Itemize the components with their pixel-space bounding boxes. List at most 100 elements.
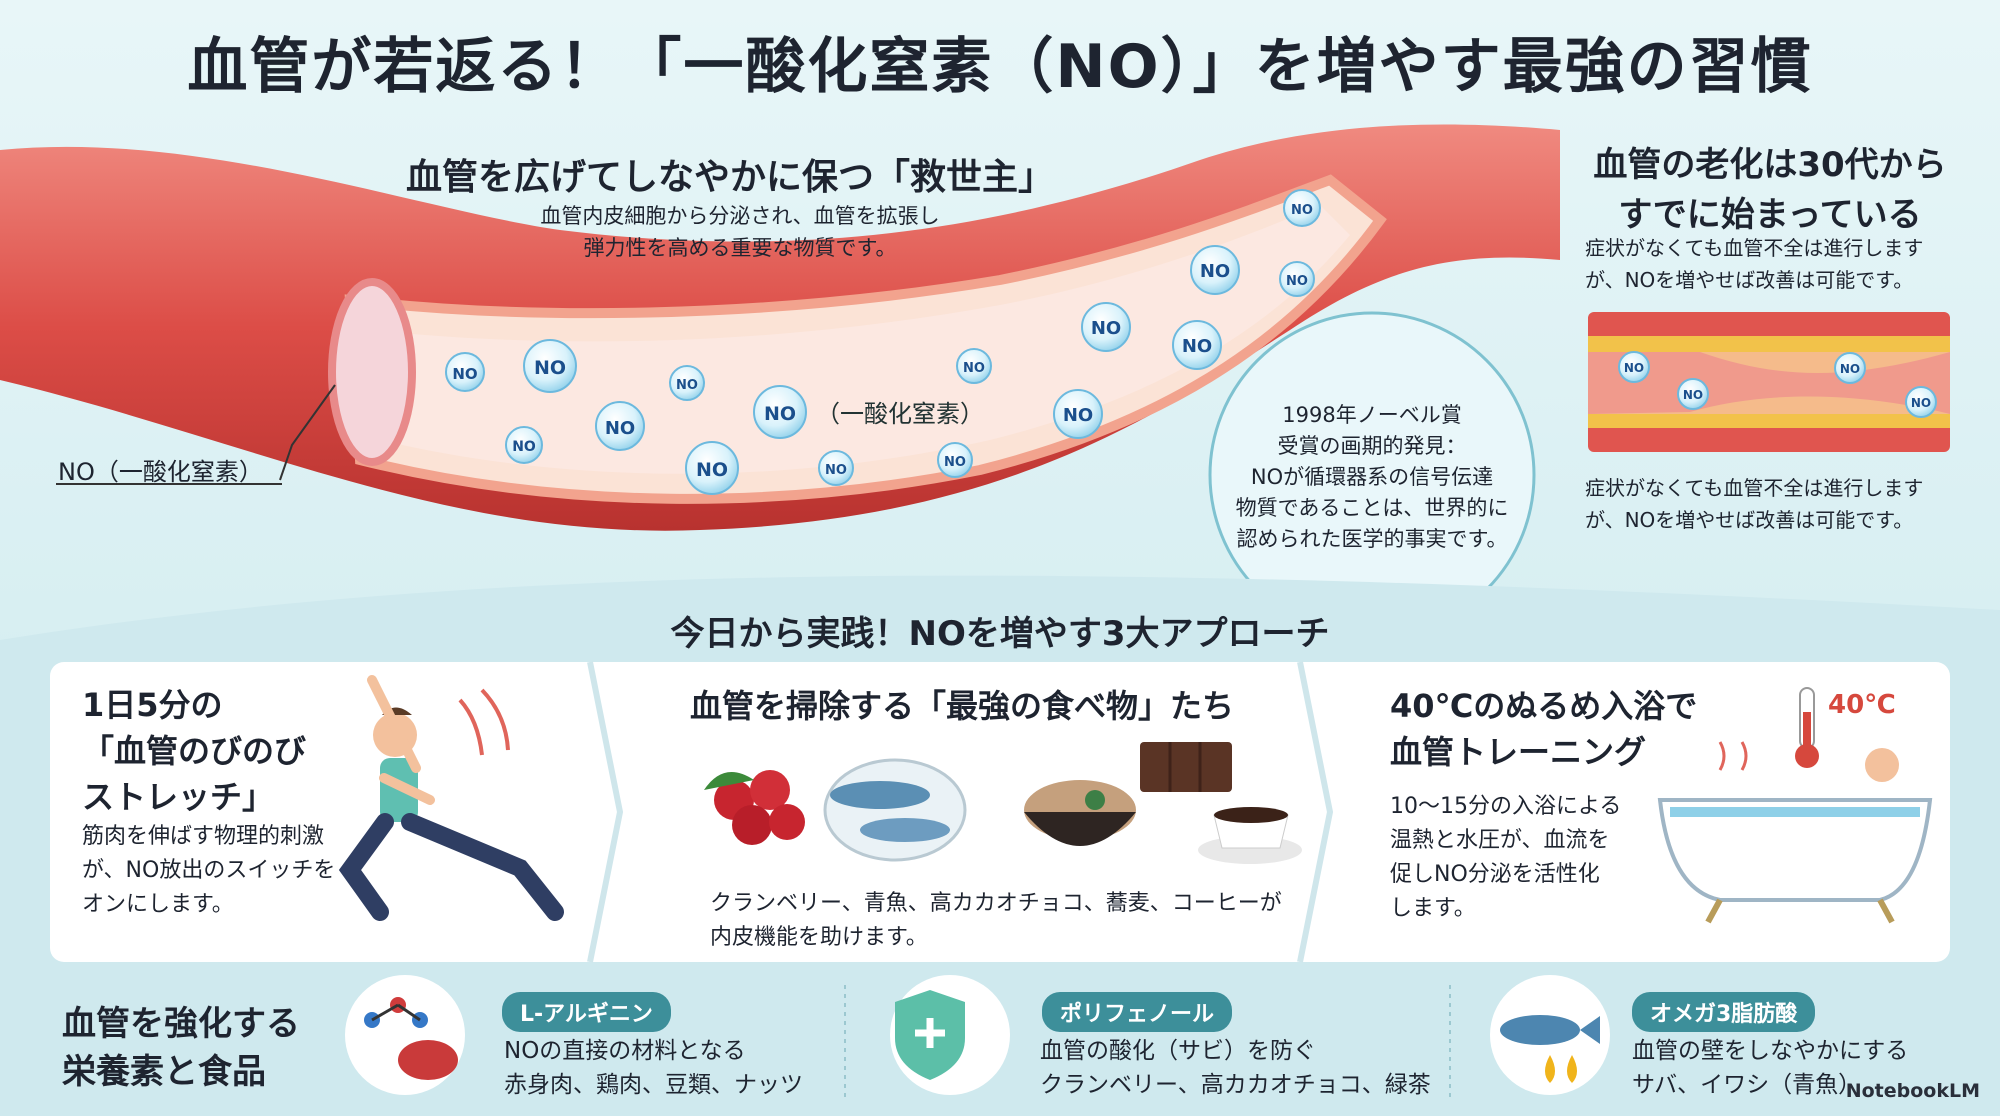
nutrient-line: 血管の酸化（サビ）を防ぐ	[1040, 1038, 1316, 1064]
no-molecule-icon: NO	[1905, 386, 1937, 418]
no-molecule-text: NO	[452, 365, 477, 383]
nutrient-text-polyphenol: 血管の酸化（サビ）を防ぐ クランベリー、高カカオチョコ、緑茶	[1040, 1034, 1440, 1102]
no-molecule-icon: NO	[1677, 378, 1709, 410]
svg-text:NO: NO	[676, 378, 698, 393]
no-molecule-icon: NO	[1279, 261, 1315, 297]
svg-text:NO: NO	[825, 463, 847, 478]
aging-text: 症状がなくても血管不全は進行します が、NOを増やせば改善は可能です。	[1585, 232, 1985, 296]
svg-text:NO: NO	[512, 439, 536, 455]
no-molecule-icon: NO	[685, 441, 739, 495]
card-text-line: 温熱と水圧が、血流を	[1390, 828, 1610, 853]
card-title-line: ストレッチ」	[82, 778, 275, 816]
nobel-line: 物質であることは、世界的に	[1235, 496, 1509, 520]
svg-text:NO: NO	[696, 459, 728, 481]
nutrients-heading-line: 血管を強化する	[62, 1004, 300, 1044]
aging-text-line: 症状がなくても血管不全は進行します	[1585, 236, 1924, 260]
nutrient-line: 赤身肉、鶏肉、豆類、ナッツ	[504, 1072, 803, 1098]
svg-text:NO: NO	[1840, 362, 1860, 376]
svg-text:NO: NO	[1911, 396, 1931, 410]
stretch-card-title: 1日5分の 「血管のびのび ストレッチ」	[82, 682, 382, 820]
aging-heading-line: すでに始まっている	[1618, 195, 1922, 235]
nobel-line: NOが循環器系の信号伝達	[1250, 465, 1494, 489]
card-text-line: します。	[1390, 896, 1476, 921]
svg-text:NO: NO	[764, 403, 796, 425]
svg-text:NO: NO	[944, 455, 966, 470]
nutrient-text-omega3: 血管の壁をしなやかにする サバ、イワシ（青魚）	[1632, 1034, 1972, 1102]
nutrient-badge-arginine: L-アルギニン	[502, 992, 671, 1032]
card-text-line: 内皮機能を助けます。	[710, 925, 928, 950]
aging-heading-line: 血管の老化は30代から	[1593, 145, 1947, 185]
svg-text:NO: NO	[1200, 261, 1230, 282]
no-molecule-icon: NO	[523, 339, 577, 393]
card-title-line: 1日5分の	[82, 686, 223, 724]
bath-card-title: 40℃のぬるめ入浴で 血管トレーニング	[1390, 683, 1790, 775]
no-molecule-icon: NO	[1172, 320, 1222, 370]
steak-icon	[398, 1040, 458, 1080]
thermometer-icon	[1795, 687, 1819, 768]
aging-text: 症状がなくても血管不全は進行します が、NOを増やせば改善は可能です。	[1585, 472, 1985, 536]
nobel-line: 受賞の画期的発見：	[1277, 434, 1467, 458]
center-label: （一酸化窒素）	[816, 400, 984, 428]
card-text-line: オンにします。	[82, 892, 234, 917]
nutrient-badge-polyphenol: ポリフェノール	[1042, 992, 1233, 1032]
no-molecule-icon: NO	[1283, 189, 1321, 227]
nutrient-line: サバ、イワシ（青魚）	[1632, 1072, 1862, 1098]
aging-text-line: が、NOを増やせば改善は可能です。	[1585, 508, 1914, 532]
svg-text:NO: NO	[534, 357, 566, 379]
svg-text:NO: NO	[963, 361, 985, 376]
molecule-icon	[364, 997, 428, 1028]
no-molecule-icon: NO	[445, 352, 485, 392]
fish-icon	[823, 758, 967, 862]
vessel-heading: 血管を広げてしなやかに保つ「救世主」	[405, 157, 1054, 198]
nobel-line: 認められた医学的事実です。	[1236, 527, 1508, 551]
svg-text:NO: NO	[1291, 203, 1313, 218]
svg-text:NO: NO	[1063, 405, 1093, 426]
svg-text:NO: NO	[1091, 318, 1121, 339]
no-molecule-icon: NO	[1618, 351, 1650, 383]
aging-text-line: が、NOを増やせば改善は可能です。	[1585, 268, 1914, 292]
chocolate-icon	[1140, 742, 1232, 792]
nutrient-badge-omega3: オメガ3脂肪酸	[1632, 992, 1816, 1032]
bath-card-text: 10〜15分の入浴による 温熱と水圧が、血流を 促しNO分泌を活性化 します。	[1390, 790, 1650, 926]
oil-drop-icon	[1545, 1055, 1577, 1083]
noodle-bowl-icon	[1024, 780, 1136, 846]
coffee-icon	[1198, 807, 1302, 864]
no-molecule-icon: NO	[956, 348, 992, 384]
food-card-text: クランベリー、青魚、高カカオチョコ、蕎麦、コーヒーが 内皮機能を助けます。	[710, 887, 1330, 955]
no-molecule-icon: NO	[1081, 302, 1131, 352]
page-title: 血管が若返る！「一酸化窒素（NO）」を増やす最強の習慣	[187, 32, 1813, 102]
brand-label: NotebookLM	[1845, 1080, 1980, 1102]
svg-text:NO: NO	[605, 418, 635, 439]
aging-text-line: 症状がなくても血管不全は進行します	[1585, 476, 1924, 500]
nobel-text: 1998年ノーベル賞 受賞の画期的発見： NOが循環器系の信号伝達 物質であるこ…	[1222, 400, 1522, 555]
temperature-label: 40℃	[1828, 690, 1896, 720]
no-molecule-icon: NO	[505, 426, 543, 464]
shield-icon	[895, 990, 965, 1080]
practice-heading: 今日から実践！NOを増やす3大アプローチ	[670, 614, 1330, 654]
aging-heading: 血管の老化は30代から すでに始まっている	[1560, 140, 1980, 240]
no-molecule-icon: NO	[753, 385, 807, 439]
nutrient-line: 血管の壁をしなやかにする	[1632, 1038, 1909, 1064]
nutrient-line: NOの直接の材料となる	[504, 1038, 746, 1064]
card-title-line: 血管トレーニング	[1390, 733, 1647, 771]
vessel-description: 血管内皮細胞から分泌され、血管を拡張し 弾力性を高める重要な物質です。	[480, 200, 1000, 264]
no-molecule-icon: NO	[818, 450, 854, 486]
no-molecule-icon: NO	[595, 401, 645, 451]
no-label: NO（一酸化窒素）	[58, 458, 263, 486]
card-text-line: が、NO放出のスイッチを	[82, 858, 336, 883]
no-molecule-icon: NO	[937, 442, 973, 478]
no-molecule-icon: NO	[669, 365, 705, 401]
svg-text:NO: NO	[1182, 336, 1212, 357]
no-molecule-icon: NO	[1053, 389, 1103, 439]
nutrients-heading: 血管を強化する 栄養素と食品	[62, 1000, 342, 1096]
cranberry-icon	[704, 770, 805, 845]
no-molecule-icon: NO	[1190, 245, 1240, 295]
svg-text:NO: NO	[1624, 361, 1644, 375]
no-molecule-icon: NO	[1834, 352, 1866, 384]
card-title-line: 40℃のぬるめ入浴で	[1390, 687, 1698, 725]
nobel-line: 1998年ノーベル賞	[1282, 403, 1462, 427]
card-text-line: 10〜15分の入浴による	[1390, 794, 1622, 819]
fish-icon	[1500, 1015, 1600, 1045]
vessel-desc-line: 弾力性を高める重要な物質です。	[583, 236, 897, 260]
